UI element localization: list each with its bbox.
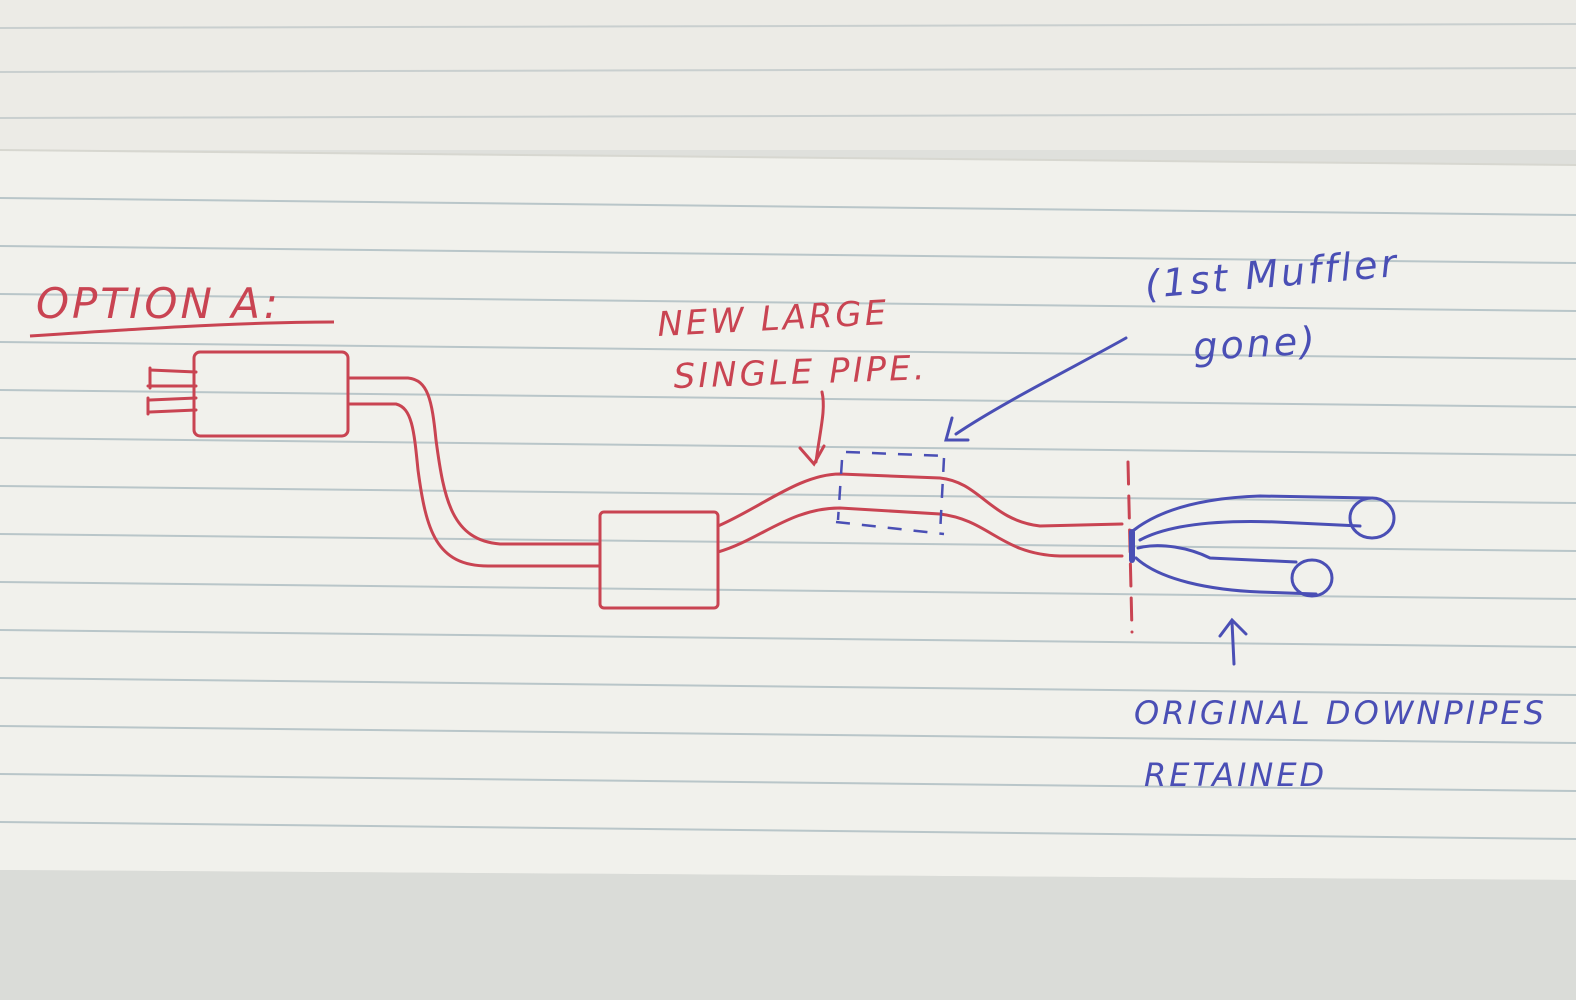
downpipe-lower-top (1136, 544, 1298, 564)
rear-pipe-lower (346, 402, 602, 568)
downpipes-blue (944, 336, 1396, 666)
rear-muffler (192, 350, 350, 438)
ruled-lines (0, 197, 1576, 840)
desk-surface (0, 870, 1576, 1000)
tailpipe-tips (146, 366, 198, 416)
new-pipe-label-line2: SINGLE PIPE. (673, 348, 928, 397)
muffler-note-arrow-head (944, 416, 970, 442)
downpipes-label-line1: ORIGINAL DOWNPIPES (1134, 694, 1547, 732)
downpipe-lower-bottom (1134, 556, 1318, 596)
muffler-note-arrow (954, 336, 1128, 436)
downpipes-arrow (1230, 620, 1236, 666)
rear-pipe-upper (346, 376, 602, 546)
back-paper-sheet (0, 0, 1576, 150)
single-pipe-upper (716, 472, 1124, 528)
front-paper-sheet (0, 149, 1576, 880)
pipe-arrow (814, 390, 825, 464)
title-underline (29, 320, 335, 338)
downpipe-lower-outlet (1290, 558, 1334, 598)
center-muffler (598, 510, 720, 610)
title-group: OPTION A: (29, 279, 335, 338)
downpipe-upper-top (1132, 494, 1372, 532)
downpipe-upper-bottom (1138, 520, 1362, 542)
title-text: OPTION A: (36, 279, 281, 328)
pipe-arrow-head (798, 444, 826, 467)
removed-muffler-outline (835, 450, 947, 536)
downpipes-arrow-head (1218, 617, 1248, 638)
downpipe-upper-outlet (1348, 496, 1396, 540)
muffler-note-line2: gone) (1192, 319, 1319, 369)
downpipes-label-line2: RETAINED (1144, 756, 1327, 794)
